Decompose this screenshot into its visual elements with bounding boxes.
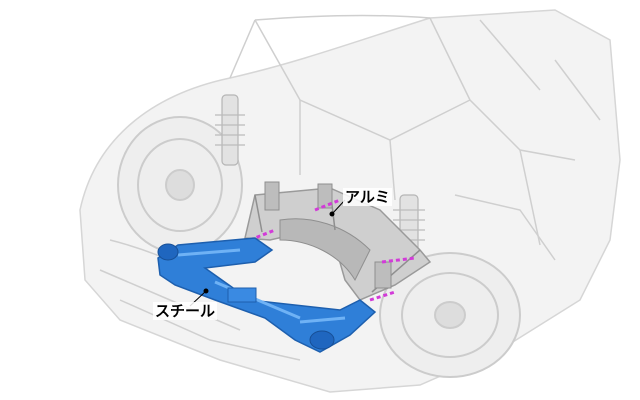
left-wheel (117, 116, 243, 254)
weld-marks (249, 198, 416, 302)
steel-frame (157, 237, 377, 353)
steel-label: スチール (153, 302, 218, 320)
steel-leader-dot (203, 288, 209, 294)
aluminum-leader-dot (329, 211, 335, 217)
right-wheel (379, 252, 521, 378)
suspension-struts (215, 94, 425, 256)
aluminum-label: アルミ (343, 188, 392, 206)
aluminum-leader-line (331, 199, 346, 215)
